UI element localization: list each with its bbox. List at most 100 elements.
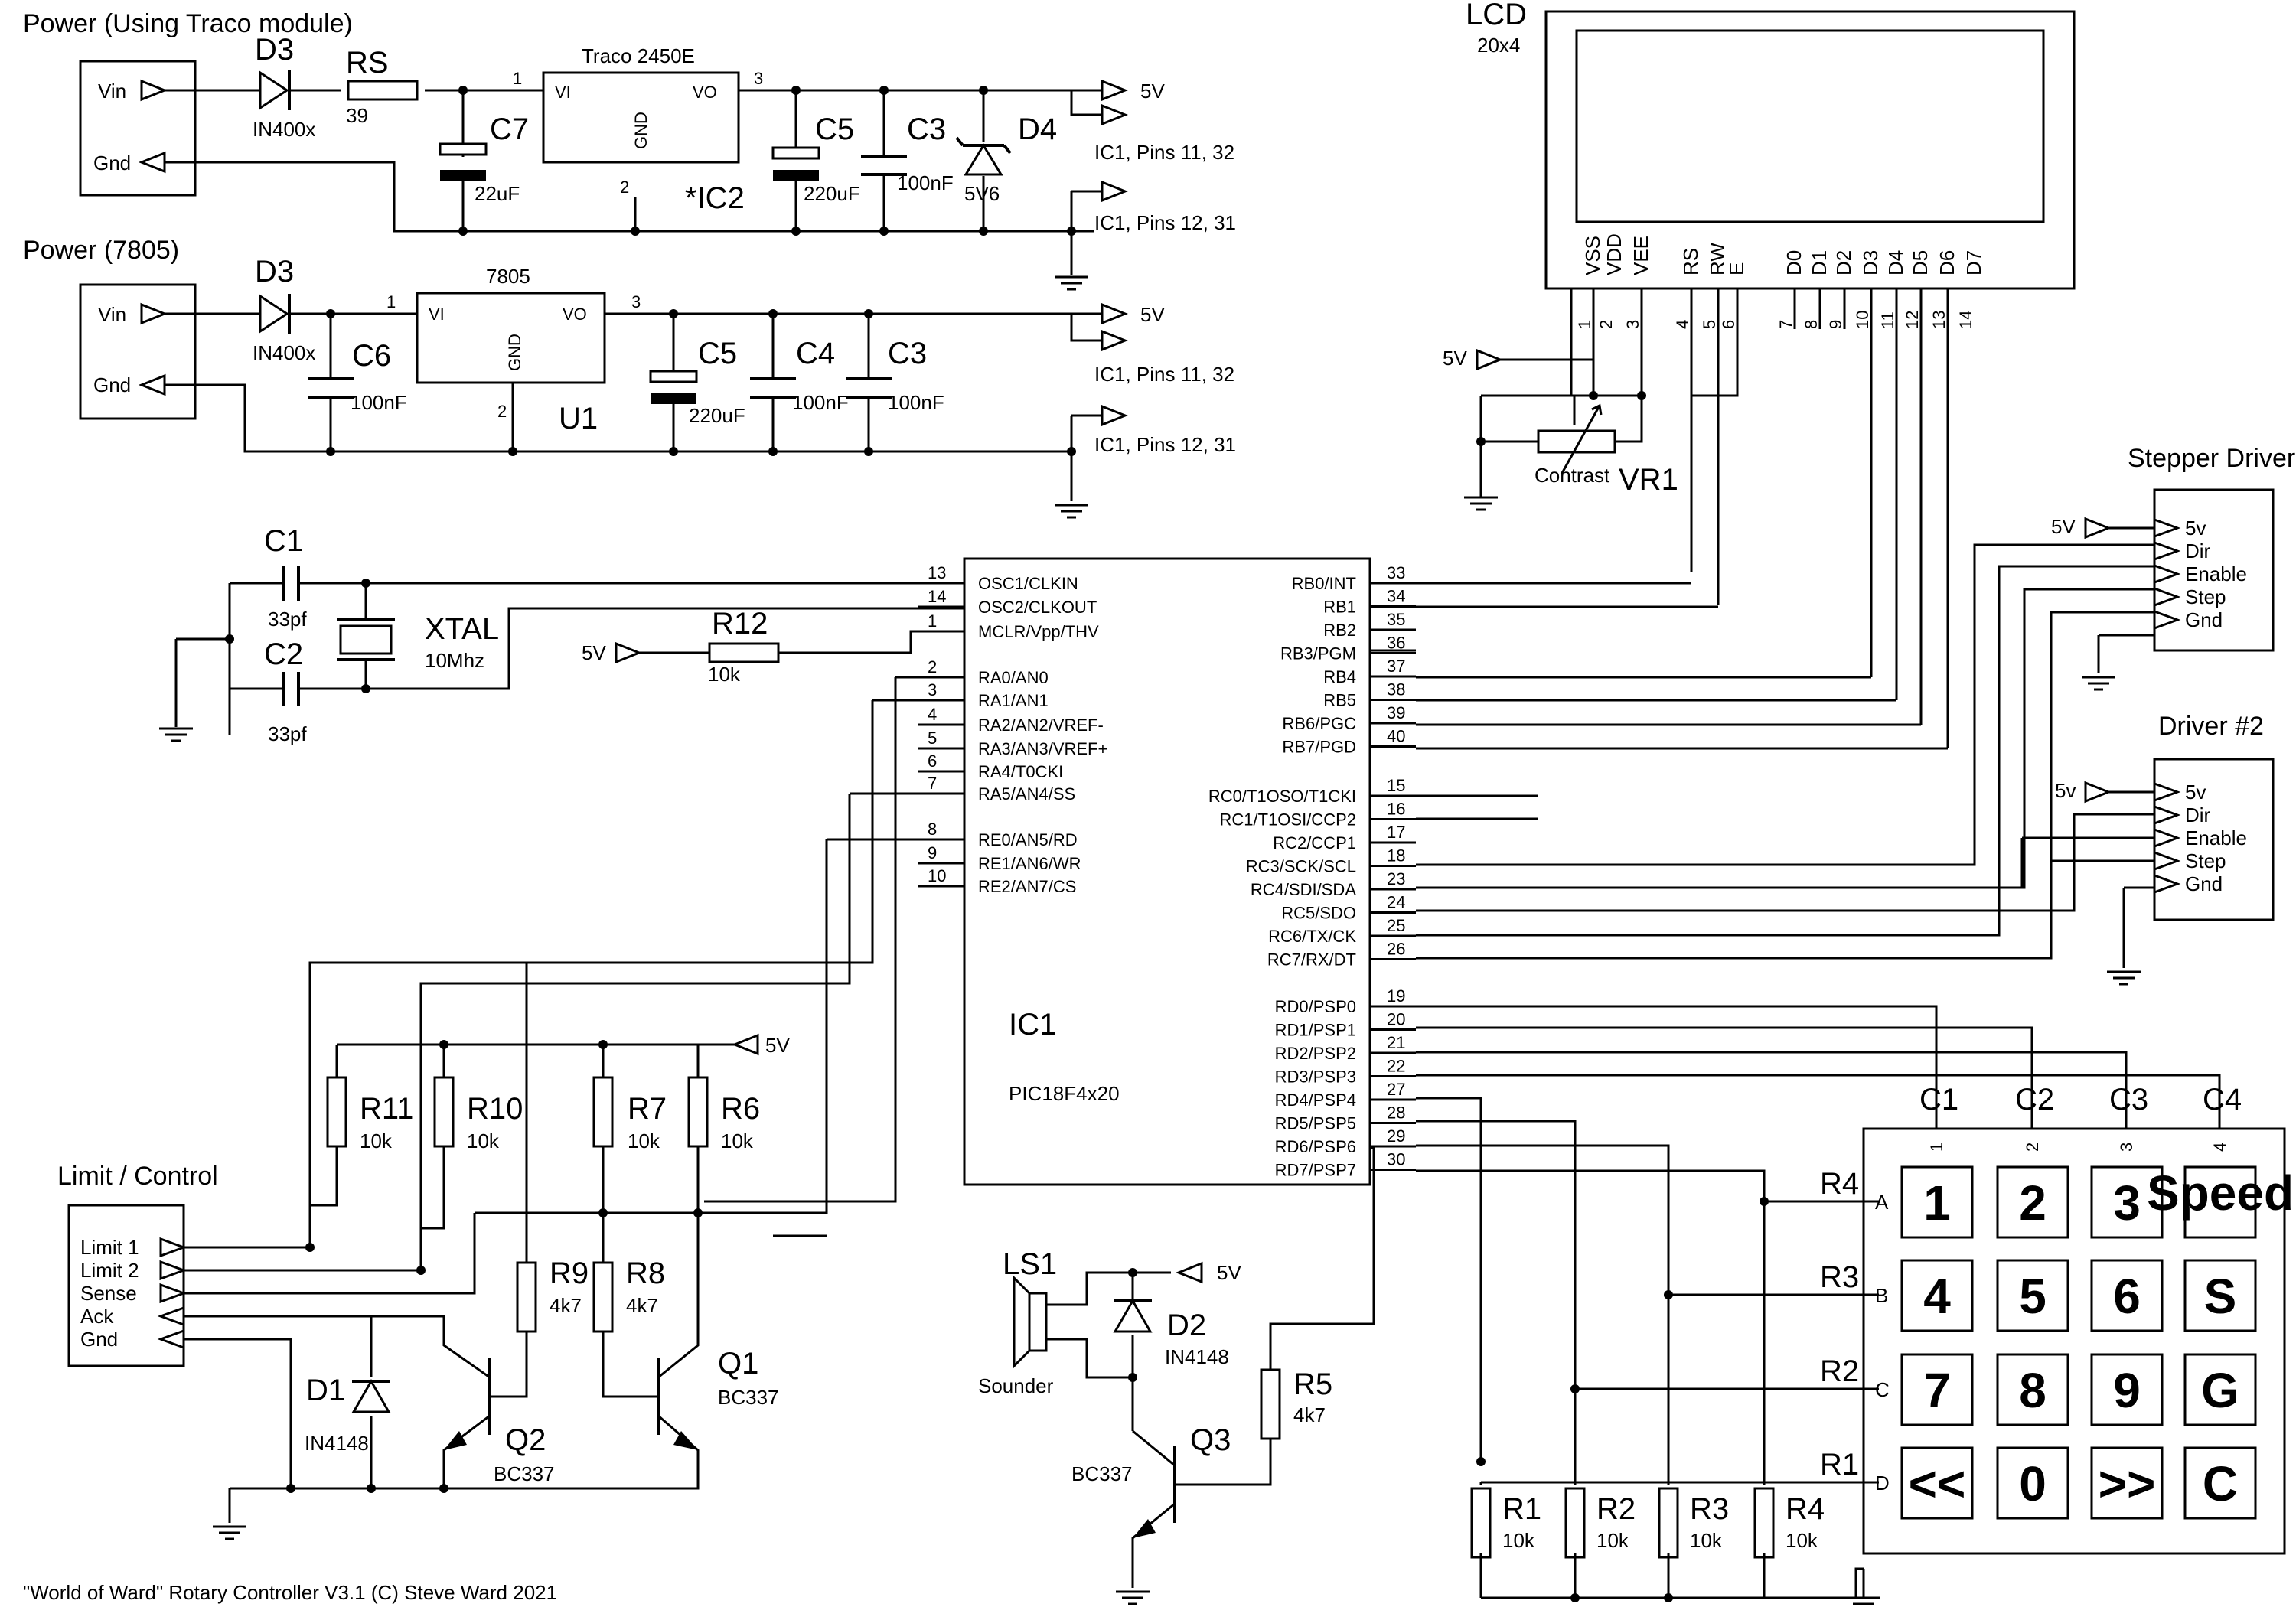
stepper-pin-label: 5v (2185, 781, 2206, 804)
ic1-pin-num: 5 (928, 729, 937, 748)
lcd-pin-num: 1 (1575, 320, 1594, 329)
ic1-pin-num: 18 (1387, 846, 1405, 865)
keypad-key-label: 4 (1923, 1269, 1951, 1324)
lcd-pin-num: 11 (1878, 311, 1897, 329)
keypad-key[interactable] (2183, 1446, 2257, 1520)
traco-c7-label: C7 (490, 112, 529, 146)
ic1-pin-num: 38 (1387, 680, 1405, 699)
ic1-pin-num: 33 (1387, 563, 1405, 582)
v7805-d3-value: IN400x (253, 341, 315, 364)
lcd-pin-num: 2 (1596, 320, 1616, 329)
keypad-key[interactable] (1900, 1259, 1974, 1332)
keypad-key[interactable] (1996, 1165, 2069, 1239)
ic1-pin-label: RB6/PGC (1282, 714, 1356, 733)
limit-q2-label: Q2 (505, 1423, 546, 1457)
keypad-key[interactable] (1996, 1446, 2069, 1520)
keypad-col-num: 1 (1927, 1143, 1946, 1152)
keypad-resistor (1753, 1487, 1775, 1559)
keypad-key[interactable] (2090, 1165, 2164, 1239)
ic1-pin-label: RB7/PGD (1282, 738, 1356, 757)
keypad-col-label: C2 (2015, 1083, 2054, 1116)
stepper1-title: Stepper Driver (2128, 444, 2295, 473)
traco-c5-label: C5 (815, 112, 854, 146)
lcd-pin-num: 14 (1956, 311, 1975, 329)
sounder-ls1-label: LS1 (1003, 1247, 1057, 1281)
traco-rs-value: 39 (346, 104, 368, 127)
ic1-pin-label: RA5/AN4/SS (978, 784, 1075, 804)
lcd-pin-d0: D0 (1782, 250, 1805, 275)
v7805-pin1: 1 (386, 292, 396, 311)
v7805-u1-label: U1 (559, 402, 598, 435)
limit-q1-value: BC337 (718, 1386, 779, 1409)
traco-rs-label: RS (346, 46, 389, 80)
osc-xtal-value: 10Mhz (425, 649, 484, 672)
keypad-key[interactable] (1900, 1353, 1974, 1426)
limit-pin-label: Gnd (80, 1328, 118, 1351)
lcd-pin-num: 12 (1903, 311, 1922, 329)
traco-vi: VI (555, 83, 571, 102)
ic1-pin-label: RD5/PSP5 (1275, 1114, 1356, 1133)
sounder-ls1-value: Sounder (978, 1374, 1054, 1397)
traco-pin1: 1 (513, 69, 522, 88)
v7805-ic1-pins-a: IC1, Pins 11, 32 (1094, 363, 1234, 386)
ic1-name: IC1 (1009, 1008, 1056, 1041)
keypad-key[interactable] (2090, 1446, 2164, 1520)
power-7805-connector (79, 283, 197, 420)
ic1-part: PIC18F4x20 (1009, 1082, 1120, 1105)
ic1-pin-label: RC5/SDO (1281, 904, 1356, 923)
limit-r9-value: 4k7 (550, 1294, 582, 1317)
limit-d1-label: D1 (306, 1374, 345, 1407)
ic1-pin-num: 20 (1387, 1010, 1405, 1029)
keypad-key[interactable] (2090, 1259, 2164, 1332)
keypad-key[interactable] (1900, 1446, 1974, 1520)
keypad-key-label: 8 (2019, 1363, 2047, 1418)
keypad-key[interactable] (2183, 1259, 2257, 1332)
lcd-pin-num: 9 (1826, 320, 1845, 329)
lcd-pin-d1: D1 (1808, 250, 1831, 275)
v7805-c3-label: C3 (888, 337, 927, 370)
ic1-pin-label: RE0/AN5/RD (978, 830, 1078, 849)
traco-pin2: 2 (620, 178, 629, 197)
lcd-pin-e: E (1725, 262, 1748, 275)
v7805-module-label: 7805 (486, 265, 530, 288)
keypad-key-label: 9 (2113, 1363, 2141, 1418)
ic1-pin-label: RC1/T1OSI/CCP2 (1220, 810, 1357, 830)
keypad-key[interactable] (1996, 1353, 2069, 1426)
traco-gnd-pin: GND (631, 112, 651, 149)
keypad-resistor (1564, 1487, 1586, 1559)
ic1-pin-label: MCLR/Vpp/THV (978, 622, 1099, 641)
keypad-row-label: R4 (1820, 1167, 1859, 1201)
keypad-key[interactable] (2183, 1165, 2257, 1239)
stepper-pin-label: Step (2185, 849, 2226, 872)
lcd-pin-vdd: VDD (1603, 233, 1626, 275)
ic1-pin-label: RA0/AN0 (978, 668, 1049, 687)
keypad-key[interactable] (2183, 1353, 2257, 1426)
ic1-pin-num: 1 (928, 611, 937, 631)
keypad-key[interactable] (1900, 1165, 1974, 1239)
oscillator-section: C1 33pf C2 33pf XTAL 10Mhz 5V R12 10k (158, 524, 964, 745)
ic1-pin-label: RD3/PSP3 (1275, 1068, 1356, 1087)
sounder-section: LS1 Sounder 5V D2 IN4148 R5 4k7 Q3 BC337 (978, 1146, 1375, 1605)
stepper-pin-label: Enable (2185, 826, 2247, 849)
ic1-pin-num: 16 (1387, 800, 1405, 819)
v7805-c5-label: C5 (698, 337, 737, 370)
lcd-pin-num: 13 (1929, 311, 1949, 329)
ic1-pin-num: 27 (1387, 1080, 1405, 1099)
power-7805-section: Power (7805) Vin Gnd D3 IN400x C6 100nF … (23, 236, 1236, 519)
lcd-pin-d7: D7 (1962, 250, 1985, 275)
keypad-key-label: << (1909, 1456, 1966, 1511)
keypad-row-label: R1 (1820, 1448, 1859, 1482)
v7805-vi: VI (429, 305, 445, 324)
ic1-pin-num: 35 (1387, 610, 1405, 629)
ic1-pin-num: 24 (1387, 893, 1405, 912)
power-traco-section: Power (Using Traco module) Vin Gnd D3 IN… (23, 9, 1236, 291)
ic1-pin-label: RC3/SCK/SCL (1246, 857, 1356, 876)
keypad-col-num: 4 (2210, 1143, 2229, 1152)
keypad-key[interactable] (1996, 1259, 2069, 1332)
sounder-supply-label: 5V (1217, 1261, 1241, 1284)
keypad-key[interactable] (2090, 1353, 2164, 1426)
v7805-pin2: 2 (497, 402, 507, 421)
ic1-pin-label: RC2/CCP1 (1273, 833, 1356, 852)
